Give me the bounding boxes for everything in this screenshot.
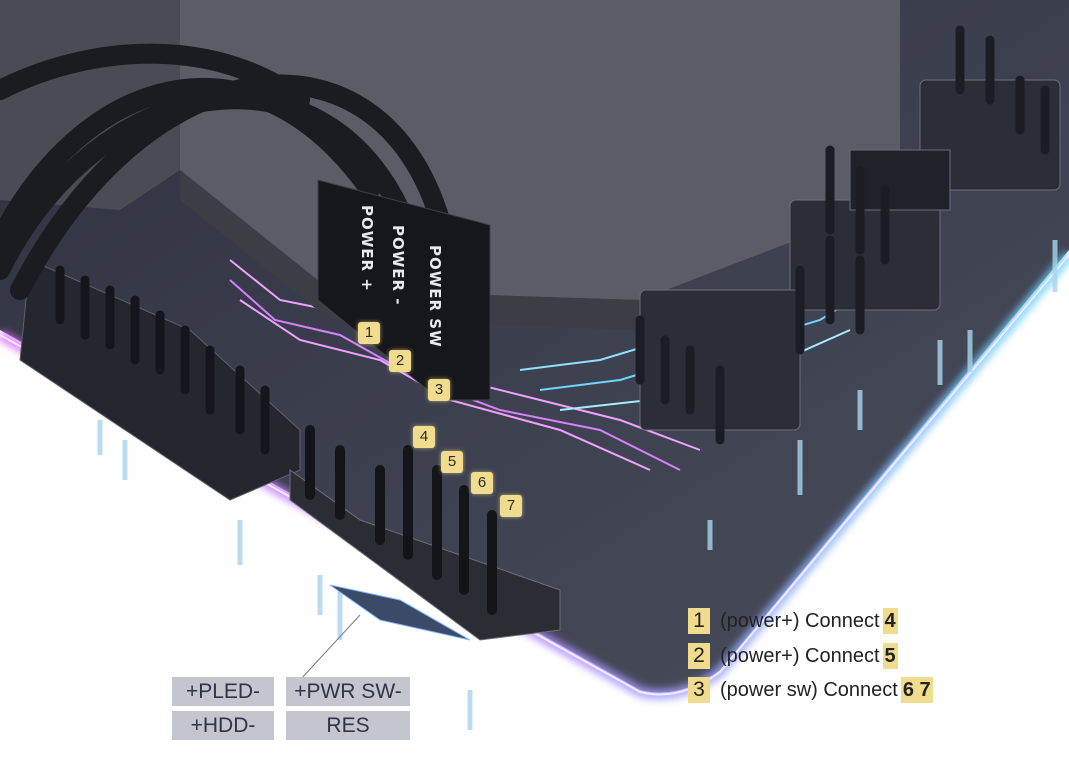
front-panel-header: [289, 425, 561, 681]
pin-badge-1: 1: [358, 322, 380, 344]
pin-badge-5: 5: [441, 451, 463, 473]
legend-row: 3 (power sw) Connect 6 7: [688, 677, 933, 703]
standoffs: [97, 240, 1058, 730]
pin-badge-6: 6: [471, 472, 493, 494]
usb-header-left: [19, 259, 301, 501]
legend-target: 5: [882, 643, 898, 669]
label-hdd: +HDD-: [172, 711, 274, 740]
legend-target: 4: [882, 608, 898, 634]
cable-connector: [317, 179, 491, 401]
cable-label-power-minus: POWER -: [389, 225, 407, 306]
legend-row: 2 (power+) Connect 5: [688, 643, 898, 669]
label-pled: +PLED-: [172, 677, 274, 706]
front-panel-cables: [0, 43, 450, 300]
legend-number: 1: [688, 608, 710, 634]
legend-text: (power+) Connect: [720, 644, 880, 667]
cable-label-power-sw: POWER SW: [426, 245, 444, 348]
legend-number: 2: [688, 643, 710, 669]
legend-text: (power sw) Connect: [720, 678, 898, 701]
legend-row: 1 (power+) Connect 4: [688, 608, 898, 634]
pin-badge-3: 3: [428, 379, 450, 401]
pin-badge-7: 7: [500, 495, 522, 517]
legend-text: (power+) Connect: [720, 609, 880, 632]
cable-label-power-plus: POWER +: [358, 205, 376, 292]
legend-target: 6 7: [900, 677, 933, 703]
header-pins-right: [635, 25, 1050, 445]
legend-number: 3: [688, 677, 710, 703]
label-res: RES: [286, 711, 410, 740]
pin-badge-4: 4: [413, 426, 435, 448]
pin-badge-2: 2: [389, 350, 411, 372]
label-pwr-sw: +PWR SW-: [286, 677, 410, 706]
